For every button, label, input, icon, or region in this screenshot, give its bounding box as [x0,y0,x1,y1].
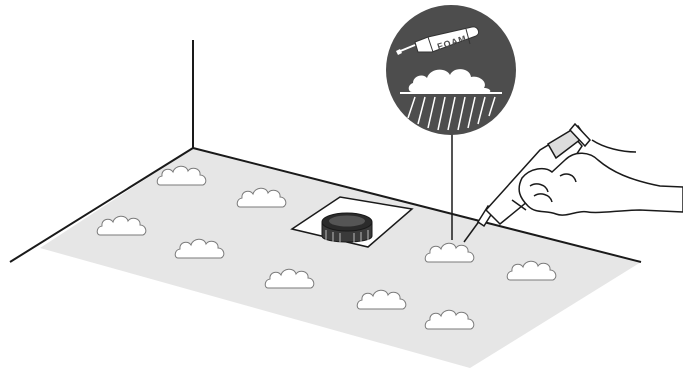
hand-icon [518,139,683,216]
foam-cloud-icon [408,69,491,92]
floor-back-edge-right [192,147,642,263]
substrate-hatching [407,96,496,131]
floor-surface [40,148,641,368]
floor-back-edge-left [9,147,194,263]
drain-icon [290,196,414,248]
callout-detail: FOAM [386,5,516,135]
